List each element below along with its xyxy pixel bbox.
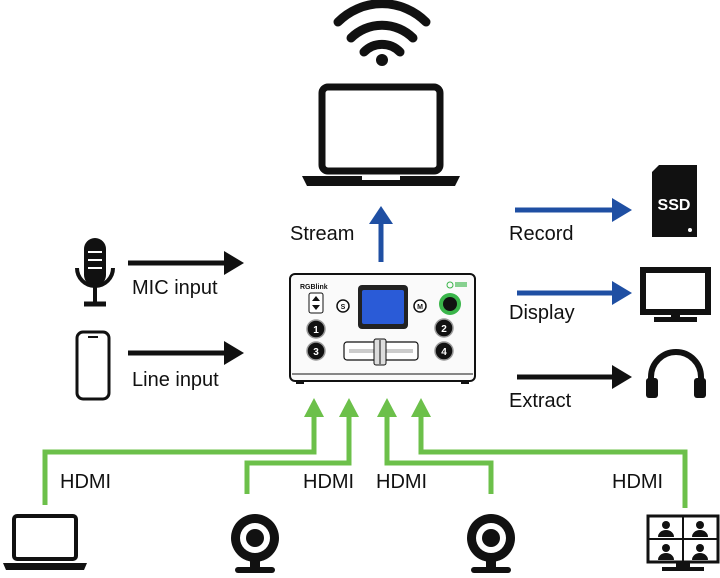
ssd-text: SSD bbox=[658, 197, 691, 214]
device-button-1: 1 bbox=[313, 325, 319, 336]
phone-icon bbox=[75, 330, 111, 401]
line-input-arrow bbox=[128, 341, 244, 365]
line-input-label: Line input bbox=[132, 369, 219, 391]
device-brand: RGBlink bbox=[300, 284, 328, 291]
headphones-icon bbox=[646, 349, 706, 398]
stream-label: Stream bbox=[290, 223, 354, 245]
device-button-2: 2 bbox=[441, 324, 447, 335]
display-label: Display bbox=[509, 302, 575, 324]
hdmi-label-2: HDMI bbox=[303, 471, 354, 493]
hdmi-input-lines bbox=[42, 413, 688, 508]
m-key: M bbox=[417, 304, 423, 311]
display-arrow bbox=[517, 281, 632, 305]
video-switcher-device: RGBlink S M 1 3 2 4 bbox=[289, 273, 476, 384]
laptop-icon bbox=[302, 83, 460, 186]
hdmi-label-4: HDMI bbox=[612, 471, 663, 493]
record-label: Record bbox=[509, 223, 573, 245]
hdmi-label-1: HDMI bbox=[60, 471, 111, 493]
microphone-icon bbox=[75, 238, 115, 307]
webcam-icon bbox=[467, 514, 515, 573]
mic-input-arrow bbox=[128, 251, 244, 275]
webcam-icon bbox=[231, 514, 279, 573]
hdmi-arrowheads bbox=[304, 398, 431, 417]
device-button-3: 3 bbox=[313, 347, 319, 358]
monitor-icon bbox=[640, 267, 711, 322]
extract-arrow bbox=[517, 365, 632, 389]
s-key: S bbox=[341, 304, 346, 311]
stream-arrow bbox=[369, 206, 393, 262]
video-conference-icon bbox=[646, 514, 720, 571]
device-button-4: 4 bbox=[441, 347, 447, 358]
extract-label: Extract bbox=[509, 390, 572, 412]
laptop-icon bbox=[3, 514, 87, 570]
wifi-icon bbox=[333, 0, 431, 66]
mic-input-label: MIC input bbox=[132, 277, 218, 299]
hdmi-label-3: HDMI bbox=[376, 471, 427, 493]
ssd-icon: SSD bbox=[652, 165, 697, 237]
record-arrow bbox=[515, 198, 632, 222]
